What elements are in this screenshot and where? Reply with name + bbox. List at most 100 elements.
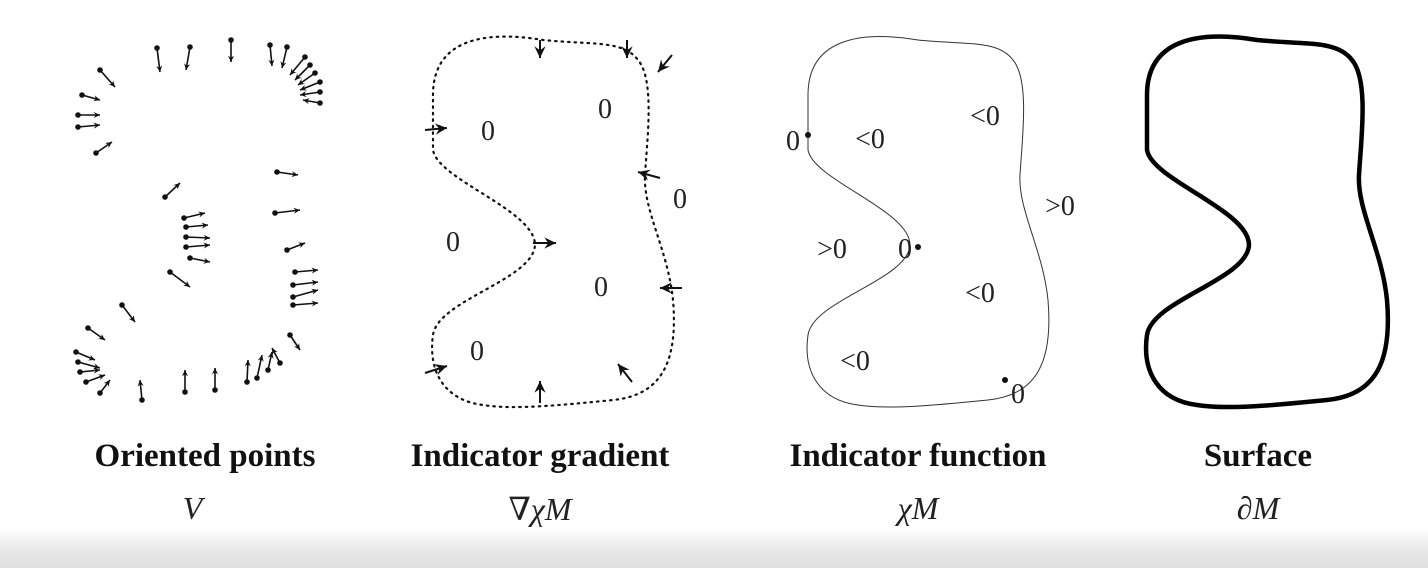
arrowhead-icon	[201, 222, 208, 229]
arrowhead-icon	[98, 374, 105, 381]
arrowhead-icon	[311, 267, 318, 274]
arrowhead-icon	[183, 280, 190, 287]
zero-point	[805, 132, 811, 138]
oriented-point	[97, 379, 111, 396]
arrowhead-icon	[434, 364, 447, 375]
arrowhead-icon	[618, 364, 630, 377]
oriented-point	[154, 45, 163, 73]
oriented-point	[289, 54, 308, 76]
arrowhead-icon	[298, 242, 305, 249]
oriented-point	[290, 279, 319, 288]
arrowhead-icon	[257, 355, 264, 362]
arrowhead-icon	[98, 333, 105, 340]
arrowhead-icon	[295, 73, 302, 80]
arrowhead-icon	[128, 315, 135, 322]
arrowhead-icon	[434, 123, 447, 135]
oriented-point	[181, 370, 189, 395]
caption-surface: Surface	[1203, 438, 1313, 474]
oriented-point	[254, 354, 264, 381]
arrowhead-icon	[658, 59, 670, 72]
math-oriented-points: V⃗	[182, 490, 228, 526]
math-indicator-function: χM	[897, 490, 939, 526]
arrowhead-icon	[203, 234, 210, 241]
arrowhead-icon	[93, 122, 100, 129]
arrowhead-icon	[293, 343, 300, 350]
gradient-value-label: 0	[446, 227, 460, 258]
oriented-point	[93, 141, 113, 156]
oriented-point	[184, 44, 193, 71]
math-surface: ∂M	[1236, 490, 1280, 526]
oriented-point	[299, 79, 323, 91]
gradient-arrow	[617, 363, 633, 383]
gradient-value-label: 0	[598, 94, 612, 125]
oriented-point	[211, 368, 219, 393]
arrowhead-icon	[181, 370, 189, 377]
oriented-point	[79, 92, 101, 102]
zero-point	[915, 244, 921, 250]
oriented-point	[167, 269, 191, 288]
function-value-label: 0	[1011, 379, 1025, 410]
caption-indicator-gradient: Indicator gradient	[410, 438, 670, 474]
oriented-point	[137, 379, 145, 403]
oriented-point	[267, 42, 275, 67]
oriented-point	[280, 44, 290, 69]
arrowhead-icon	[298, 78, 305, 85]
caption-oriented-points: Oriented points	[94, 438, 316, 474]
arrowhead-icon	[93, 367, 100, 374]
arrowhead-icon	[300, 91, 307, 98]
arrowhead-icon	[534, 46, 546, 58]
gradient-arrow	[533, 237, 556, 249]
arrowhead-icon	[211, 368, 219, 375]
oriented-point	[119, 302, 136, 323]
oriented-point	[290, 300, 319, 308]
oriented-point	[265, 351, 274, 373]
oriented-point	[292, 267, 319, 275]
arrowhead-icon	[303, 98, 310, 105]
oriented-point	[183, 222, 209, 230]
arrowhead-icon	[267, 352, 274, 359]
oriented-point	[294, 62, 313, 81]
arrowhead-icon	[203, 242, 210, 249]
oriented-point	[75, 111, 100, 119]
arrowhead-icon	[311, 288, 318, 295]
oriented-point	[271, 347, 283, 366]
arrowhead-icon	[93, 95, 100, 102]
oriented-point	[77, 367, 101, 375]
arrowhead-icon	[300, 84, 307, 91]
function-value-label: >0	[1045, 191, 1075, 222]
function-value-label: >0	[817, 234, 847, 265]
oriented-point	[187, 255, 211, 264]
gradient-value-label: 0	[470, 336, 484, 367]
bottom-fade-bar	[0, 528, 1428, 568]
oriented-point	[183, 234, 211, 241]
oriented-point	[75, 122, 101, 130]
gradient-value-label: 0	[594, 272, 608, 303]
arrowhead-icon	[105, 142, 112, 149]
oriented-points-panel	[73, 37, 323, 403]
oriented-point	[297, 70, 318, 86]
arrowhead-icon	[638, 169, 651, 181]
oriented-point	[162, 182, 181, 200]
gradient-arrow	[424, 364, 448, 375]
gradient-value-label: 0	[673, 184, 687, 215]
arrowhead-icon	[227, 55, 235, 62]
oriented-point	[73, 349, 96, 361]
arrowhead-icon	[203, 257, 210, 264]
oriented-point	[181, 211, 206, 221]
function-value-label: <0	[840, 346, 870, 377]
function-value-label: <0	[855, 124, 885, 155]
arrowhead-icon	[291, 171, 298, 178]
arrowhead-icon	[108, 80, 115, 87]
function-value-label: <0	[965, 278, 995, 309]
arrowhead-icon	[268, 59, 275, 66]
gradient-arrow	[621, 40, 633, 58]
arrowhead-icon	[621, 46, 633, 58]
function-value-label: <0	[970, 101, 1000, 132]
dotted-boundary	[431, 35, 675, 409]
oriented-point	[244, 359, 251, 385]
arrowhead-icon	[173, 183, 180, 190]
oriented-point	[274, 169, 299, 178]
arrowhead-icon	[290, 68, 297, 75]
